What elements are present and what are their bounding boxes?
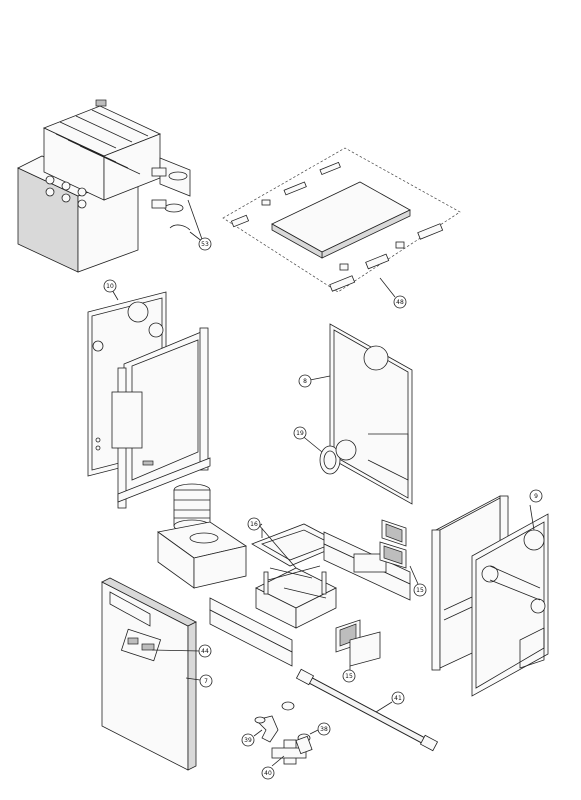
callout-41: 41 [391, 691, 405, 705]
rear-panel [309, 323, 413, 505]
callout-label: 9 [534, 493, 538, 500]
callout-label: 38 [320, 726, 328, 733]
callout-19: 19 [293, 426, 307, 440]
callout-label: 53 [201, 241, 209, 248]
side-panel-right [471, 504, 549, 697]
callout-10: 10 [103, 279, 117, 293]
callout-label: 41 [394, 695, 402, 702]
callout-label: 8 [303, 378, 307, 385]
callout-40: 40 [261, 766, 275, 780]
callout-label: 15 [416, 587, 424, 594]
sight-glass-panels [335, 519, 407, 667]
callout-16: 16 [247, 517, 261, 531]
callout-8: 8 [298, 374, 312, 388]
callout-9: 9 [529, 489, 543, 503]
burner-assembly [157, 483, 247, 589]
callout-label: 16 [250, 521, 258, 528]
callout-39: 39 [241, 733, 255, 747]
flue-gasket [299, 433, 357, 475]
heat-exchanger-assembly [17, 99, 204, 273]
callout-38: 38 [317, 722, 331, 736]
callout-7: 7 [199, 674, 213, 688]
combustion-chamber [251, 523, 343, 629]
water-pipe [295, 668, 439, 752]
callout-label: 10 [106, 283, 114, 290]
callout-label: 15 [345, 673, 353, 680]
callout-label: 40 [264, 770, 272, 777]
callout-label: 48 [396, 299, 404, 306]
callout-label: 44 [201, 648, 209, 655]
callout-label: 7 [204, 678, 208, 685]
callout-44: 44 [198, 644, 212, 658]
callout-53: 53 [198, 237, 212, 251]
callout-label: 39 [244, 737, 252, 744]
callout-15-lower: 15 [342, 669, 356, 683]
callout-15-upper: 15 [413, 583, 427, 597]
frame-left [111, 327, 211, 509]
top-panel-kit [222, 147, 461, 298]
pipe-fittings [253, 701, 319, 767]
callout-48: 48 [393, 295, 407, 309]
front-panel [101, 577, 201, 771]
callout-label: 19 [296, 430, 304, 437]
